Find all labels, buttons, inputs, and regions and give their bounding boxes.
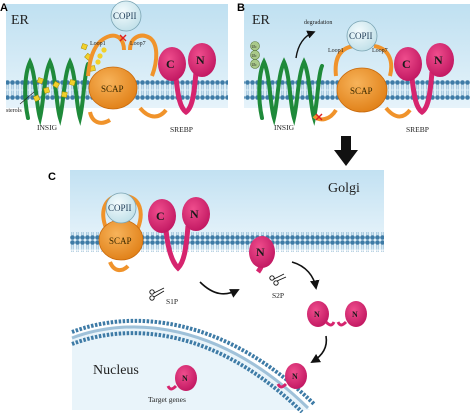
s1p-label: S1P xyxy=(166,297,178,306)
srebp-protein-a xyxy=(158,43,216,116)
panel-c: C Golgi SCAP COPII C N S1P xyxy=(48,170,384,413)
srebp-n-soluble-2 xyxy=(336,301,367,327)
degradation-arrow xyxy=(295,30,316,59)
sterol-molecules-a xyxy=(33,43,96,102)
insig-protein-b xyxy=(257,57,324,126)
panel-letter-c: C xyxy=(48,171,56,183)
srebp-n-at-pore xyxy=(276,363,307,389)
copii-label-b: COPII xyxy=(349,31,373,41)
insig-label-b: INSIG xyxy=(274,123,295,132)
sterols-label: sterols xyxy=(6,108,22,114)
srebp-c-label-c: C xyxy=(156,209,165,223)
copii-complex-c xyxy=(105,192,137,224)
srebp-label-b: SREBP xyxy=(406,125,429,134)
nucleus-label: Nucleus xyxy=(93,363,139,378)
loop1-label-a: Loop1 xyxy=(90,41,106,47)
compartment-label-er-a: ER xyxy=(11,13,30,28)
copii-complex-b xyxy=(346,20,378,52)
insig-label-a: INSIG xyxy=(37,123,58,132)
srebp-c-label-a: C xyxy=(166,57,175,71)
target-genes-label: Target genes xyxy=(148,395,186,404)
degradation-label: degradation xyxy=(304,20,332,26)
copii-complex-a xyxy=(110,0,142,32)
import-arrow xyxy=(310,335,328,363)
srebp-n-in-nucleus xyxy=(166,365,197,391)
scap-protein-b xyxy=(312,44,412,122)
srebp-protein-b xyxy=(394,43,454,116)
srebp-c-label-b: C xyxy=(402,57,411,71)
srebp-label-a: SREBP xyxy=(170,125,193,134)
srebp-n-label-a: N xyxy=(196,53,205,67)
transition-arrow xyxy=(334,136,358,166)
s2p-scissors-icon xyxy=(269,273,287,286)
srebp-n-fragment-membrane xyxy=(249,236,275,274)
sterols-pointer xyxy=(19,91,35,105)
n-soluble-label-1: N xyxy=(314,310,320,319)
scap-label-b: SCAP xyxy=(350,86,373,96)
n-fragment-label-1: N xyxy=(256,245,265,259)
loop7-label-a: Loop7 xyxy=(130,41,146,47)
scap-label-a: SCAP xyxy=(101,84,124,94)
panel-letter-a: A xyxy=(0,2,8,14)
srebp-n-label-c: N xyxy=(190,207,199,221)
loop7-label-b: Loop7 xyxy=(372,48,388,54)
insig-protein-a xyxy=(23,57,90,126)
golgi-membrane xyxy=(70,232,384,252)
scap-label-c: SCAP xyxy=(109,236,132,246)
ubiquitin-chain xyxy=(250,41,260,69)
n-soluble-label-2: N xyxy=(352,310,358,319)
inhibition-x-b xyxy=(315,113,323,121)
panel-a: A ER sterols INSIG xyxy=(0,0,228,134)
ub-label-2: Ub xyxy=(252,53,257,58)
loop1-label-b: Loop1 xyxy=(328,48,344,54)
n-nucleus-label: N xyxy=(182,374,188,383)
s2p-label: S2P xyxy=(272,291,284,300)
copii-label-a: COPII xyxy=(113,11,137,21)
panel-letter-b: B xyxy=(237,2,245,14)
scap-protein-a xyxy=(86,33,168,125)
srebp-n-label-b: N xyxy=(434,53,443,67)
srebp-protein-c xyxy=(148,197,210,272)
compartment-label-er-b: ER xyxy=(252,13,271,28)
panel-b: B ER Ub Ub Ub INSIG degradation SCAP Loo… xyxy=(237,2,470,134)
compartment-label-golgi: Golgi xyxy=(328,181,360,196)
srebp-n-soluble-1 xyxy=(307,301,336,327)
ub-label-3: Ub xyxy=(252,62,257,67)
n-pore-label: N xyxy=(292,372,298,381)
cleavage-arrow-1 xyxy=(199,281,240,298)
cleavage-arrow-2 xyxy=(291,261,320,290)
s1p-scissors-icon xyxy=(149,287,165,301)
ub-label-1: Ub xyxy=(252,44,257,49)
copii-label-c: COPII xyxy=(108,203,132,213)
inhibition-x-a xyxy=(119,34,127,42)
